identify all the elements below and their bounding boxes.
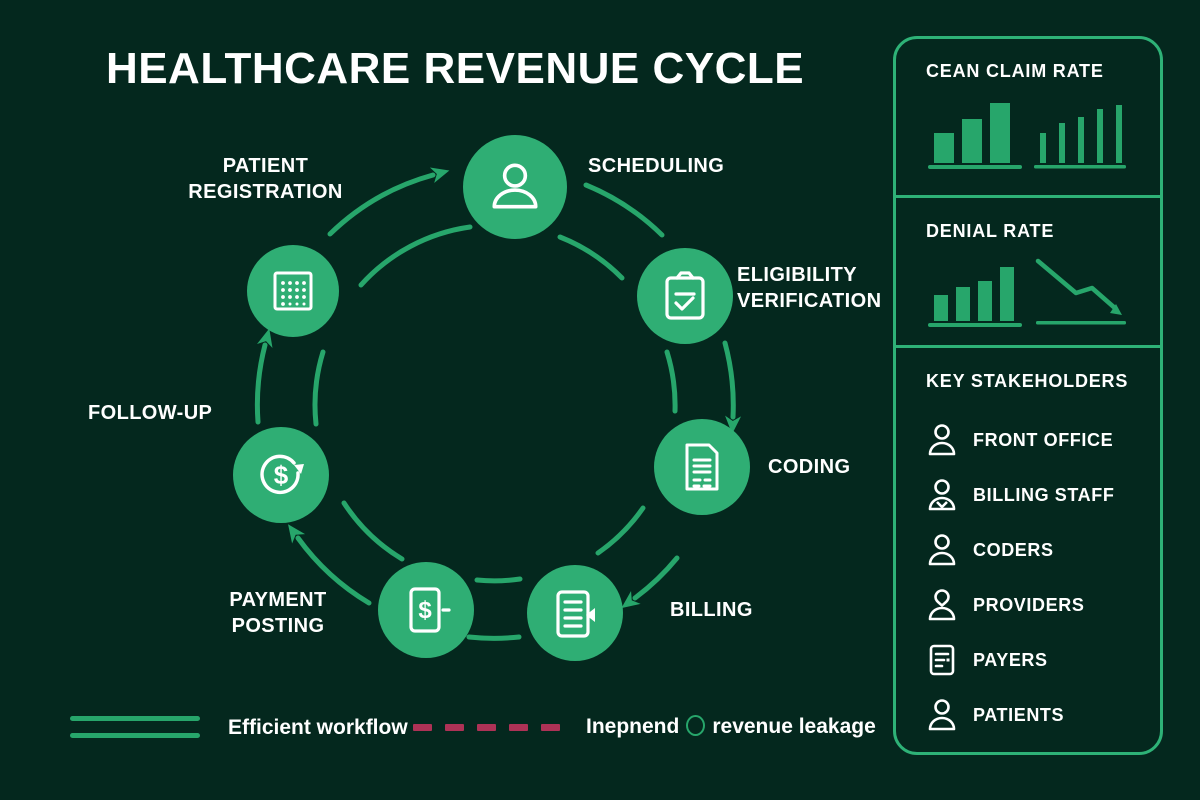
circle-outline-icon (686, 715, 706, 736)
key-stakeholders-title: KEY STAKEHOLDERS (926, 371, 1129, 391)
dollar-document-icon: $ (409, 587, 451, 633)
legend-leakage-prefix: Inepnend (586, 715, 680, 738)
person-icon (492, 163, 538, 209)
label-follow-up: FOLLOW-UP (88, 402, 213, 424)
person-pin-icon (928, 589, 956, 621)
legend-leakage-suffix: revenue leakage (712, 715, 876, 738)
svg-text:$: $ (274, 460, 289, 490)
legend-leakage-label: Inepnend revenue leakage (586, 715, 876, 739)
node-payment-posting: $ (378, 562, 474, 658)
document-lines-icon (685, 443, 719, 491)
metrics-panel: CEAN CLAIM RATE DENIAL RATE (893, 36, 1163, 755)
stakeholder-label: CODERS (973, 539, 1054, 560)
panel-divider (896, 195, 1160, 198)
stakeholder-label: PROVIDERS (973, 594, 1085, 615)
label-payment-posting: PAYMENT POSTING (229, 589, 327, 637)
page-title: HEALTHCARE REVENUE CYCLE (105, 44, 805, 93)
stakeholder-payers: PAYERS (926, 639, 1048, 681)
bar-chart-four-icon (928, 267, 1022, 327)
clean-claim-rate-title: CEAN CLAIM RATE (926, 61, 1104, 81)
dollar-refresh-icon: $ (260, 454, 304, 495)
person-icon (928, 424, 956, 456)
stakeholder-billing-staff: BILLING STAFF (926, 474, 1114, 516)
node-coding (654, 419, 750, 515)
clipboard-check-icon (665, 271, 705, 320)
node-eligibility-verification (637, 248, 733, 344)
thin-bar-chart-rising-icon (1034, 105, 1126, 169)
person-collar-icon (928, 479, 956, 511)
label-eligibility-verification: ELIGIBILITY VERIFICATION (737, 264, 882, 312)
stakeholder-front-office: FRONT OFFICE (926, 419, 1113, 461)
stakeholder-coders: CODERS (926, 529, 1054, 571)
legend-efficient-label: Efficient workflow (228, 716, 408, 739)
label-billing: BILLING (670, 599, 753, 621)
document-send-icon (556, 590, 595, 638)
stakeholder-label: PATIENTS (973, 704, 1065, 725)
stakeholder-patients: PATIENTS (926, 694, 1064, 736)
document-icon (929, 644, 955, 676)
stakeholder-label: PAYERS (973, 649, 1048, 670)
bar-chart-rising-icon (928, 103, 1022, 169)
label-scheduling: SCHEDULING (588, 155, 725, 177)
dot-grid-icon (273, 271, 313, 311)
legend-efficient-lines (70, 716, 200, 738)
node-patient-registration (247, 245, 339, 337)
node-follow-up: $ (233, 427, 329, 523)
stakeholder-label: BILLING STAFF (973, 484, 1115, 505)
legend-leakage-dashed-line (413, 724, 560, 731)
person-icon (928, 534, 956, 566)
label-patient-registration: PATIENT REGISTRATION (188, 155, 343, 203)
node-scheduling (463, 135, 567, 239)
panel-divider (896, 345, 1160, 348)
node-billing (527, 565, 623, 661)
stakeholder-providers: PROVIDERS (926, 584, 1084, 626)
denial-rate-title: DENIAL RATE (926, 221, 1055, 241)
svg-text:$: $ (418, 597, 432, 624)
stakeholder-label: FRONT OFFICE (973, 429, 1114, 450)
person-icon (928, 699, 956, 731)
trend-down-icon (1035, 258, 1126, 325)
label-coding: CODING (768, 456, 851, 478)
